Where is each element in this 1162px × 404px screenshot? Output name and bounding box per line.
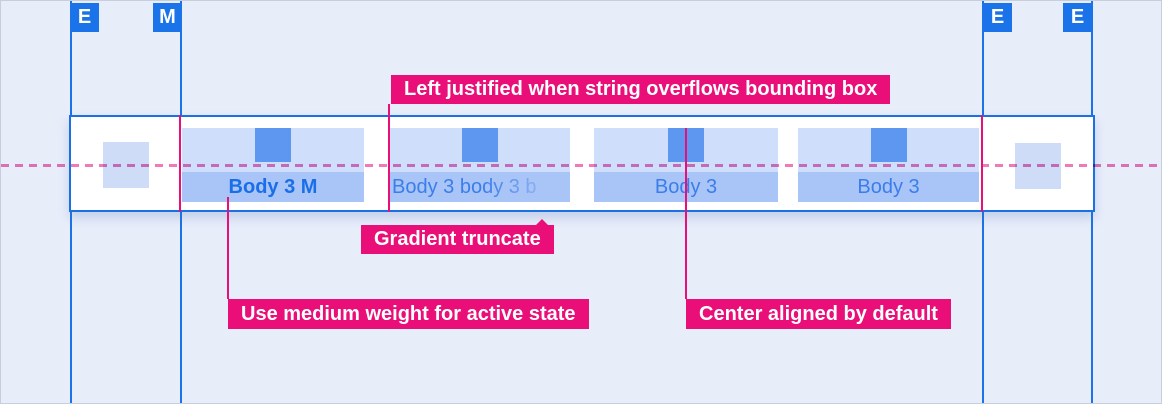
callout-gradient-truncate-label: Gradient truncate xyxy=(374,228,541,250)
center-dashed-guide-line xyxy=(1,164,1161,167)
tab-icon-placeholder xyxy=(461,128,498,162)
arrow-up-icon xyxy=(534,219,549,226)
callout-gradient-truncate: Gradient truncate xyxy=(361,219,554,254)
callout-left-justified: Left justified when string overflows bou… xyxy=(391,75,891,104)
leader-line-center-aligned xyxy=(685,128,687,299)
tab-icon-placeholder xyxy=(255,128,291,162)
callout-center-aligned: Center aligned by default xyxy=(686,299,951,329)
tab-label: Body 3 xyxy=(857,176,920,198)
margin-badge-m: M xyxy=(153,3,182,32)
tab-label-strip: Body 3 M xyxy=(182,172,364,202)
marker-line-content-right-edge xyxy=(981,115,983,212)
tab-icon-placeholder xyxy=(870,128,907,162)
leader-line-left-justified xyxy=(388,104,390,212)
tab-label: Body 3 body 3 b xyxy=(392,176,537,198)
callout-medium-weight: Use medium weight for active state xyxy=(228,299,589,329)
margin-badge-e-mid: E xyxy=(983,3,1012,32)
leader-line-active-state xyxy=(227,197,229,299)
tab-label-strip: Body 3 body 3 b xyxy=(389,172,570,202)
tab-label-strip: Body 3 xyxy=(798,172,979,202)
marker-line-content-left-edge xyxy=(179,115,181,212)
margin-badge-e-left: E xyxy=(70,3,99,32)
tab-label: Body 3 M xyxy=(228,176,318,198)
margin-badge-e-right: E xyxy=(1063,3,1092,32)
